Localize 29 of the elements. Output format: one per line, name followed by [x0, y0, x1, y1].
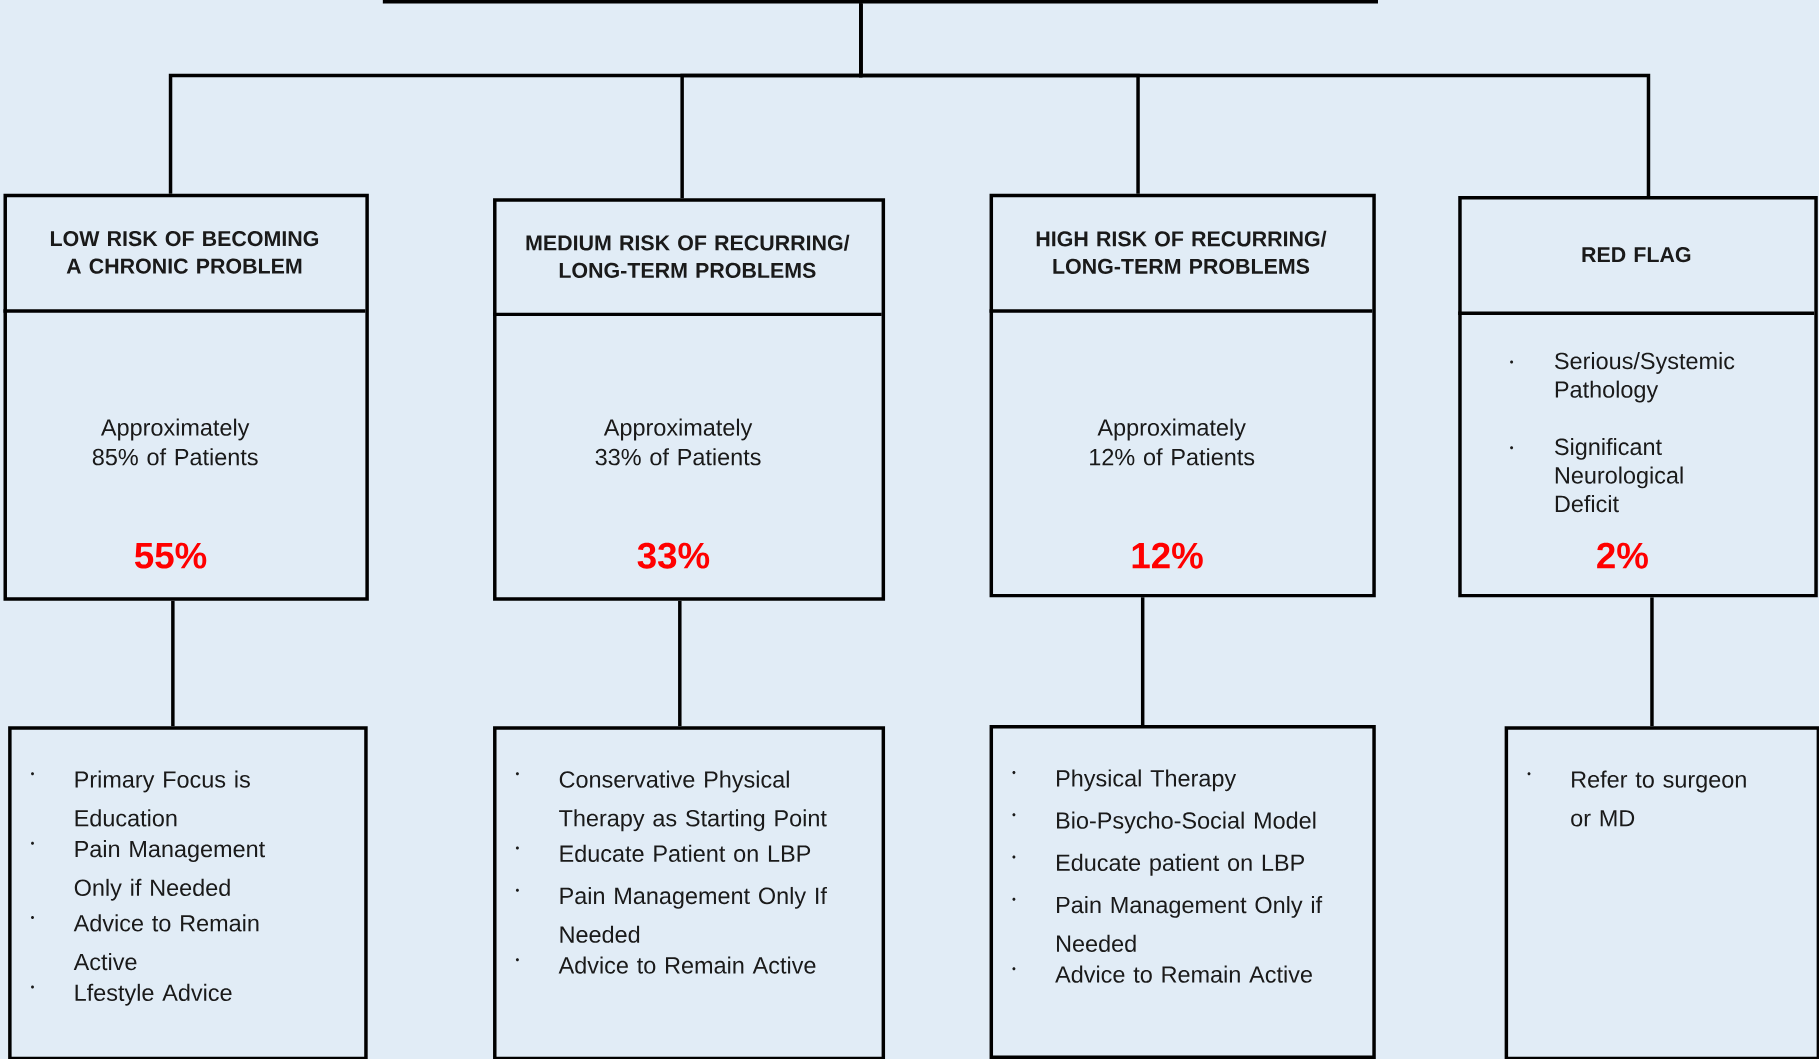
connector-line: [171, 600, 175, 727]
connector-line: [678, 600, 682, 727]
bullet-text: Conservative Physical Therapy as Starting Point: [559, 770, 827, 832]
body-text: Approximately 12% of Patients: [1090, 418, 1255, 466]
bullet-text: Serious/Systemic Pathology: [1555, 352, 1735, 403]
connector-line: [859, 3, 1651, 196]
bullet-text: Lfestyle Advice: [75, 983, 232, 1006]
connector-line: [1650, 597, 1654, 727]
bullet-text: Educate Patient on LBP: [560, 844, 811, 862]
percent-value: 55%: [134, 542, 207, 569]
bullet-text: Advice to Remain Active: [1055, 965, 1312, 983]
bullet-text: Primary Focus is Education: [75, 770, 250, 827]
bullet-text: Significant Neurological Deficit: [1555, 437, 1683, 513]
percent-value: 2%: [1597, 542, 1648, 569]
bullet-text: Refer to surgeon or MD: [1571, 770, 1746, 827]
bullet-text: Pain Management Only If Needed: [560, 886, 827, 943]
body-text: Approximately 33% of Patients: [595, 418, 761, 466]
percent-value: 12%: [1132, 542, 1203, 569]
bullet-text: Advice to Remain Active: [558, 956, 816, 974]
bullet-text: Bio-Psycho-Social Model: [1057, 811, 1316, 834]
body-text: Approximately 85% of Patients: [92, 418, 258, 466]
bullet-text: Educate patient on LBP: [1057, 853, 1304, 876]
bullet-text: Physical Therapy: [1057, 769, 1237, 792]
bullet-text: Advice to Remain Active: [73, 914, 259, 971]
cut-off-box: [382, 0, 1378, 4]
percent-value: 33%: [637, 542, 710, 569]
bullet-text: Pain Management Only if Needed: [74, 840, 265, 901]
bullet-text: Pain Management Only if Needed: [1057, 895, 1323, 952]
connector-line: [1140, 597, 1145, 725]
